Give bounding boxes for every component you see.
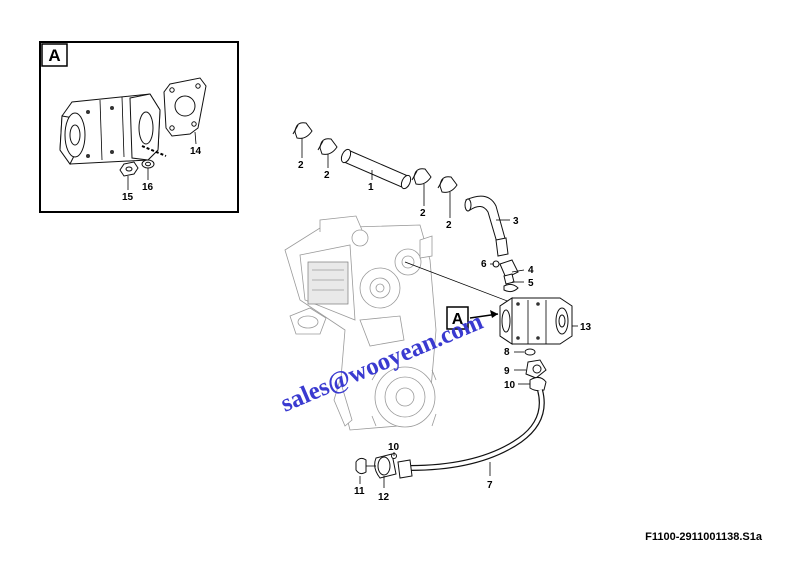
callout-13: 13 (580, 322, 592, 333)
callout-2: 2 (324, 170, 330, 181)
callout-9: 9 (504, 366, 510, 377)
detail-a-inset: A (39, 41, 239, 213)
callout-1: 1 (368, 182, 374, 193)
callout-3: 3 (513, 216, 519, 227)
hydraulic-pump (492, 259, 573, 392)
transmission-housing (284, 215, 437, 431)
view-marker-a-label: A (452, 311, 464, 328)
callout-7: 7 (487, 480, 493, 491)
callout-4: 4 (528, 265, 534, 276)
detail-a-label: A (48, 46, 60, 65)
callout-10: 10 (504, 380, 516, 391)
detail-pump-drawing (59, 77, 207, 177)
hose-assembly (292, 122, 509, 257)
leader-lines (301, 138, 578, 488)
callout-2: 2 (420, 208, 426, 219)
clamp-drawing (292, 122, 458, 193)
pressure-hose (355, 389, 545, 479)
callout-11: 11 (354, 486, 365, 497)
callout-2: 2 (446, 220, 452, 231)
callout-6: 6 (481, 259, 487, 270)
callout-2: 2 (298, 160, 304, 171)
sheet-reference: F1100-2911001138.S1a (645, 531, 762, 543)
callout-14: 14 (190, 146, 202, 157)
callout-10: 10 (388, 442, 400, 453)
callout-15: 15 (122, 192, 134, 203)
callout-8: 8 (504, 347, 510, 358)
callout-labels: 14 16 15 2 2 1 2 2 3 6 4 5 13 8 9 10 10 … (122, 146, 592, 503)
view-marker-a: A (446, 306, 499, 330)
callout-12: 12 (378, 492, 390, 503)
callout-16: 16 (142, 182, 154, 193)
callout-5: 5 (528, 278, 534, 289)
